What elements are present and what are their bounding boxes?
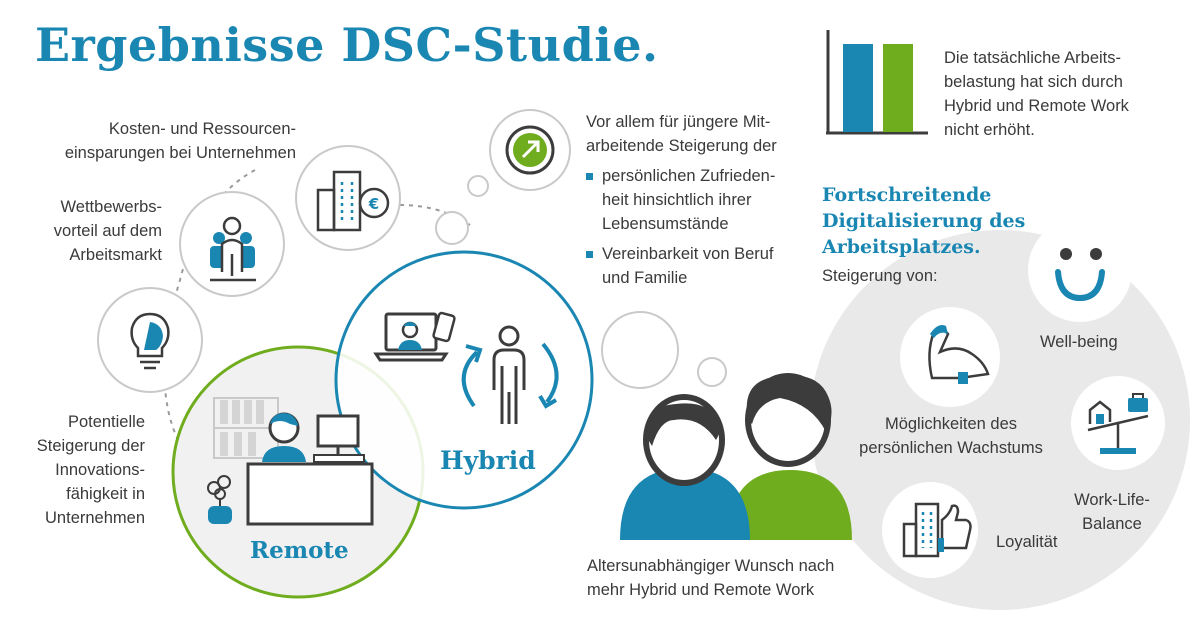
competition-text: Wettbewerbs- vorteil auf dem Arbeitsmark… [53,198,162,264]
young-staff-list: persönlichen Zufrieden- heit hinsichtlic… [586,164,806,290]
digitalization-subheading: Steigerung von: [822,267,938,285]
thought-bubble-large [601,311,679,389]
video-call-laptop-icon [373,311,456,362]
balance-label: Work-Life- Balance [1074,491,1150,533]
strong-arm-icon [900,307,1000,407]
desk-workplace-icon [207,397,374,526]
growth-arrow-icon [489,109,571,191]
young-staff-text: Vor allem für jüngere Mit- arbeitende St… [586,110,806,296]
building-thumbs-up-icon [882,482,978,578]
digitalization-heading: Fortschreitende Digitalisierung des Arbe… [822,184,1026,258]
hybrid-label: Hybrid [440,446,536,475]
innovation-text: Potentielle Steigerung der Innovations- … [36,413,145,527]
cost-savings-text: Kosten- und Ressourcen- einsparungen bei… [64,120,296,162]
lightbulb-icon [97,287,203,393]
thought-dot-small [467,175,489,197]
smiley-icon [1028,218,1132,322]
list-item: persönlichen Zufrieden- heit hinsichtlic… [586,164,806,236]
svg-text:€: € [368,195,379,213]
team-icon [179,191,285,297]
rotation-arrows-icon [461,342,559,409]
loyalty-label: Loyalität [996,533,1058,551]
thought-dot [435,211,469,245]
remote-label: Remote [250,537,349,564]
thought-bubble-small [697,357,727,387]
people-caption: Altersunabhängiger Wunsch nach mehr Hybr… [587,557,835,599]
list-item: Vereinbarkeit von Beruf und Familie [586,242,806,290]
building-euro-icon: € [295,145,401,251]
page-title: Ergebnisse DSC-Studie. [35,18,659,72]
dotted-path-top [399,204,471,226]
wellbeing-label: Well-being [1040,333,1118,351]
growth-label: Möglichkeiten des persönlichen Wachstums [859,415,1043,457]
workload-note: Die tatsächliche Arbeits- belastung hat … [944,49,1129,139]
person-icon [492,325,526,424]
house-work-scale-icon [1071,376,1165,470]
